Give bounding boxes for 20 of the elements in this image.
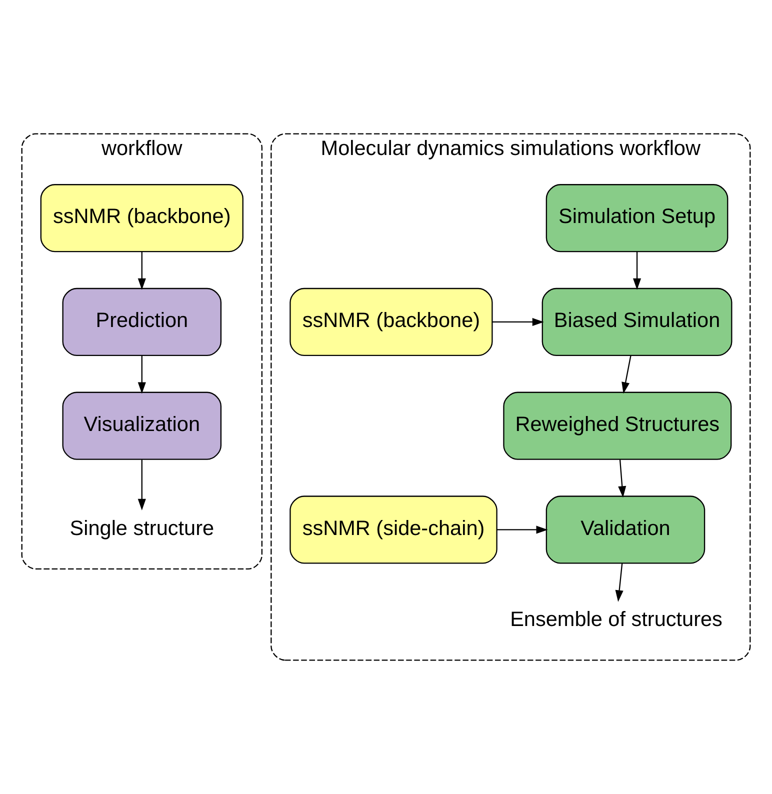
arrow [138, 252, 146, 290]
node-box: Visualization [62, 392, 222, 460]
node-box: Prediction [62, 288, 222, 356]
arrow [618, 460, 626, 498]
arrow [492, 318, 544, 326]
node-box: Biased Simulation [542, 288, 732, 356]
arrow [632, 252, 642, 290]
arrow [496, 526, 548, 534]
arrow [138, 460, 146, 510]
node-box: Reweighed Structures [503, 392, 732, 460]
arrow [615, 563, 624, 602]
node-box: Simulation Setup [546, 184, 728, 252]
arrow [138, 356, 146, 394]
node-box: ssNMR (side-chain) [290, 496, 498, 564]
node-text: Ensemble of structures [510, 608, 722, 631]
node-box: ssNMR (backbone) [290, 288, 493, 356]
node-box: Validation [546, 496, 706, 564]
arrow [622, 356, 632, 394]
node-text: Single structure [70, 516, 214, 540]
node-box: ssNMR (backbone) [40, 184, 244, 252]
